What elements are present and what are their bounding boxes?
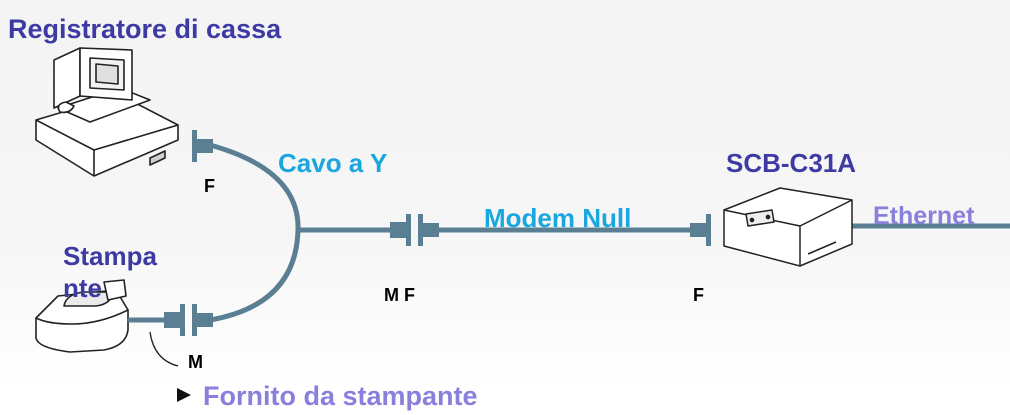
printer-connector-left	[164, 312, 180, 328]
modem-null-label: Modem Null	[484, 203, 632, 233]
triangle-right-icon	[177, 388, 191, 402]
device-connector	[690, 223, 706, 237]
connector-plugs	[164, 130, 711, 336]
printer-label-line1: Stampa	[63, 241, 157, 271]
ethernet-label: Ethernet	[873, 202, 975, 230]
middle-connector-f	[418, 214, 423, 246]
device-label: SCB-C31A	[726, 148, 857, 178]
register-connector	[192, 130, 197, 162]
printer-label-line2: nte	[63, 273, 102, 303]
printer-connector-right	[192, 304, 197, 336]
middle-connector-m	[390, 222, 406, 238]
receipt-printer-icon	[35, 279, 129, 353]
scb-c31a-converter-icon	[723, 187, 853, 267]
printer-port-m: M	[188, 352, 203, 372]
y-cable-label: Cavo a Y	[278, 148, 388, 178]
register-port-f: F	[204, 176, 215, 196]
middle-port-mf: M F	[384, 285, 415, 305]
supplied-by-printer-note: Fornito da stampante	[203, 381, 478, 411]
cable-lines	[127, 142, 1010, 323]
diagram-title: Registratore di cassa	[8, 14, 282, 44]
device-port-f: F	[693, 285, 704, 305]
printer-leader-line	[149, 331, 179, 367]
cash-register-computer-icon	[35, 47, 179, 177]
